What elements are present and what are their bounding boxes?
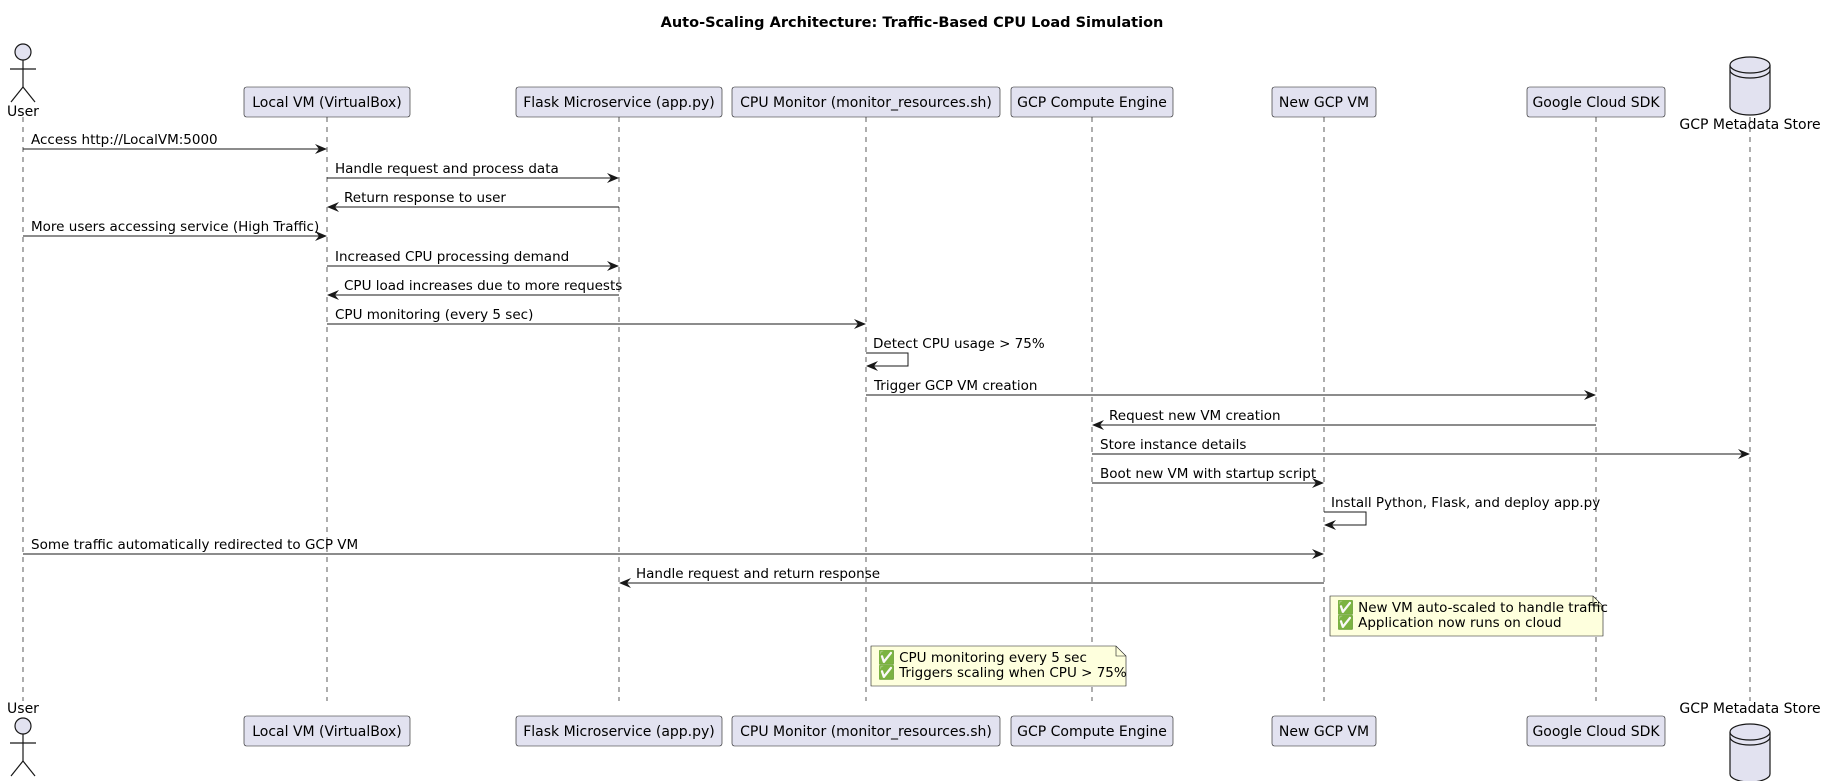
- diagram-title: Auto-Scaling Architecture: Traffic-Based…: [661, 15, 1164, 31]
- participant-user-top: User: [7, 43, 39, 120]
- message-1: Access http://LocalVM:5000: [23, 132, 327, 154]
- participant-label: GCP Compute Engine: [1017, 724, 1167, 740]
- note-line: ✅ Application now runs on cloud: [1337, 614, 1562, 631]
- message-label: Handle request and process data: [335, 161, 559, 177]
- message-3: Return response to user: [327, 190, 619, 212]
- participant-localvm-top: Local VM (VirtualBox): [243, 86, 411, 118]
- message-label: Handle request and return response: [636, 566, 880, 582]
- message-15: Handle request and return response: [619, 566, 1324, 588]
- message-label: Store instance details: [1100, 437, 1246, 453]
- note-line: ✅ Triggers scaling when CPU > 75%: [878, 664, 1127, 681]
- message-8: Detect CPU usage > 75%: [866, 336, 1045, 371]
- message-label: Boot new VM with startup script: [1100, 466, 1316, 482]
- message-7: CPU monitoring (every 5 sec): [327, 307, 866, 329]
- participant-label: CPU Monitor (monitor_resources.sh): [740, 724, 992, 740]
- message-label: Install Python, Flask, and deploy app.py: [1331, 495, 1600, 511]
- message-2: Handle request and process data: [327, 161, 619, 183]
- message-13: Install Python, Flask, and deploy app.py: [1324, 495, 1600, 530]
- participant-label: Local VM (VirtualBox): [252, 95, 402, 111]
- message-label: Detect CPU usage > 75%: [873, 336, 1045, 352]
- participant-label: GCP Metadata Store: [1679, 117, 1820, 133]
- participant-label: User: [7, 701, 39, 717]
- participant-sdk-top: Google Cloud SDK: [1526, 86, 1666, 118]
- message-arrow: [1324, 511, 1367, 530]
- message-5: Increased CPU processing demand: [327, 249, 619, 271]
- message-label: Increased CPU processing demand: [335, 249, 569, 265]
- note-2: ✅ CPU monitoring every 5 sec✅ Triggers s…: [870, 645, 1127, 687]
- message-label: Trigger GCP VM creation: [873, 378, 1037, 394]
- participant-sdk-bottom: Google Cloud SDK: [1526, 715, 1666, 747]
- participant-user-bottom: User: [7, 701, 39, 777]
- lifelines: [22, 117, 1751, 701]
- message-6: CPU load increases due to more requests: [327, 278, 622, 300]
- message-9: Trigger GCP VM creation: [866, 378, 1596, 400]
- message-label: Request new VM creation: [1109, 408, 1281, 424]
- notes: ✅ New VM auto-scaled to handle traffic✅ …: [870, 595, 1608, 687]
- participant-monitor-top: CPU Monitor (monitor_resources.sh): [731, 86, 1001, 118]
- participant-flask-bottom: Flask Microservice (app.py): [515, 715, 723, 747]
- participant-flask-top: Flask Microservice (app.py): [515, 86, 723, 118]
- message-11: Store instance details: [1092, 437, 1750, 459]
- message-4: More users accessing service (High Traff…: [23, 219, 327, 241]
- participant-meta-top: GCP Metadata Store: [1679, 56, 1821, 133]
- participant-gce-bottom: GCP Compute Engine: [1010, 715, 1174, 747]
- participant-label: New GCP VM: [1279, 724, 1369, 740]
- participant-label: GCP Metadata Store: [1679, 701, 1820, 717]
- participant-label: Flask Microservice (app.py): [523, 724, 715, 740]
- participant-label: Local VM (VirtualBox): [252, 724, 402, 740]
- message-label: Some traffic automatically redirected to…: [31, 537, 358, 553]
- participant-label: Google Cloud SDK: [1532, 95, 1660, 111]
- participant-label: Flask Microservice (app.py): [523, 95, 715, 111]
- participant-monitor-bottom: CPU Monitor (monitor_resources.sh): [731, 715, 1001, 747]
- message-label: CPU monitoring (every 5 sec): [335, 307, 533, 323]
- note-line: ✅ CPU monitoring every 5 sec: [878, 649, 1087, 666]
- note-1: ✅ New VM auto-scaled to handle traffic✅ …: [1329, 595, 1608, 637]
- participant-meta-bottom: GCP Metadata Store: [1679, 701, 1821, 781]
- message-label: Access http://LocalVM:5000: [31, 132, 218, 148]
- participant-label: Google Cloud SDK: [1532, 724, 1660, 740]
- participant-gce-top: GCP Compute Engine: [1010, 86, 1174, 118]
- message-arrow: [866, 352, 909, 371]
- participant-newvm-bottom: New GCP VM: [1271, 715, 1377, 747]
- message-12: Boot new VM with startup script: [1092, 466, 1324, 488]
- participant-label: New GCP VM: [1279, 95, 1369, 111]
- participant-newvm-top: New GCP VM: [1271, 86, 1377, 118]
- message-14: Some traffic automatically redirected to…: [23, 537, 1324, 559]
- message-label: CPU load increases due to more requests: [344, 278, 622, 294]
- participant-localvm-bottom: Local VM (VirtualBox): [243, 715, 411, 747]
- note-line: ✅ New VM auto-scaled to handle traffic: [1337, 599, 1608, 616]
- message-label: Return response to user: [344, 190, 506, 206]
- participant-label: GCP Compute Engine: [1017, 95, 1167, 111]
- message-label: More users accessing service (High Traff…: [31, 219, 319, 235]
- participant-label: User: [7, 104, 39, 120]
- message-10: Request new VM creation: [1092, 408, 1596, 430]
- participant-label: CPU Monitor (monitor_resources.sh): [740, 95, 992, 111]
